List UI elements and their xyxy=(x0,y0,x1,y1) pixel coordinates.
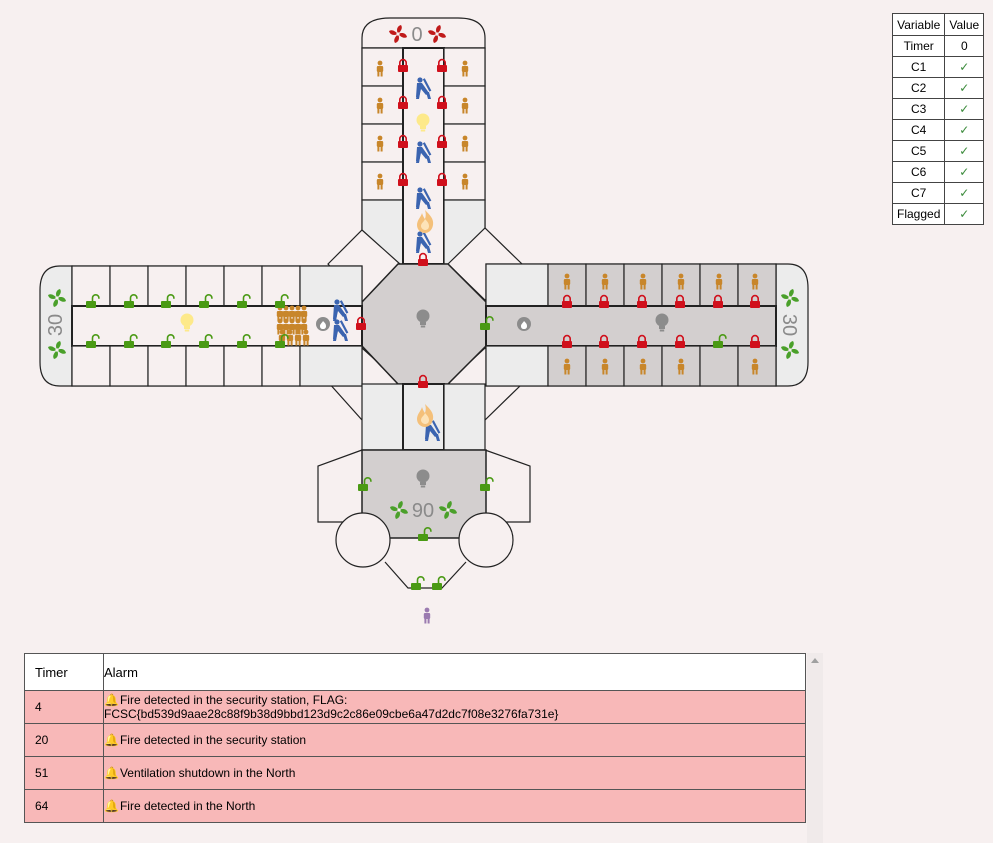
lock-open-icon xyxy=(431,575,446,591)
south-counter: 90 xyxy=(412,500,434,522)
west-counter: 30 xyxy=(45,314,67,336)
check-icon: ✓ xyxy=(944,56,985,78)
variable-row: C7✓ xyxy=(891,182,985,204)
smoke-icon xyxy=(316,317,330,331)
alarm-header: Alarm xyxy=(103,653,806,691)
variable-name: C6 xyxy=(891,161,946,183)
bell-icon: 🔔 xyxy=(104,766,119,780)
check-icon: ✓ xyxy=(944,119,985,141)
bell-icon: 🔔 xyxy=(104,799,119,813)
north-counter: 0 xyxy=(411,24,422,46)
variable-row: Flagged✓ xyxy=(891,203,985,225)
east-counter: 30 xyxy=(778,314,800,336)
check-icon: ✓ xyxy=(944,203,985,225)
alarm-timer: 64 xyxy=(24,789,104,823)
alarm-cell: 🔔Fire detected in the North xyxy=(103,789,806,823)
timer-header: Timer xyxy=(24,653,104,691)
visitor-icon xyxy=(423,607,431,624)
alarm-timer: 4 xyxy=(24,690,104,724)
alarms-table: Timer Alarm 4 🔔Fire detected in the secu… xyxy=(24,653,806,823)
alarm-row: 51 🔔Ventilation shutdown in the North xyxy=(24,756,806,790)
variable-header: Variable xyxy=(891,13,946,36)
smoke-icon xyxy=(517,317,531,331)
variable-row: C3✓ xyxy=(891,98,985,120)
alarm-row: 4 🔔Fire detected in the security station… xyxy=(24,690,806,724)
variable-name: C4 xyxy=(891,119,946,141)
alarm-cell: 🔔Fire detected in the security station, … xyxy=(103,690,806,724)
check-icon: ✓ xyxy=(944,77,985,99)
alarm-row: 20 🔔Fire detected in the security statio… xyxy=(24,723,806,757)
variable-name: C7 xyxy=(891,182,946,204)
alarm-timer: 20 xyxy=(24,723,104,757)
variable-name: C3 xyxy=(891,98,946,120)
variable-row: C4✓ xyxy=(891,119,985,141)
alarms-scrollbar[interactable] xyxy=(807,653,823,843)
bell-icon: 🔔 xyxy=(104,733,119,747)
alarm-row: 64 🔔Fire detected in the North xyxy=(24,789,806,823)
variable-name: C5 xyxy=(891,140,946,162)
scroll-up-icon[interactable] xyxy=(811,658,819,663)
check-icon: ✓ xyxy=(944,161,985,183)
variable-name: C1 xyxy=(891,56,946,78)
alarm-cell: 🔔Fire detected in the security station xyxy=(103,723,806,757)
variable-row: C1✓ xyxy=(891,56,985,78)
bell-icon: 🔔 xyxy=(104,693,119,707)
alarm-text: Fire detected in the security station xyxy=(119,733,307,747)
variable-row: C2✓ xyxy=(891,77,985,99)
check-icon: ✓ xyxy=(944,98,985,120)
alarm-cell: 🔔Ventilation shutdown in the North xyxy=(103,756,806,790)
check-icon: ✓ xyxy=(944,140,985,162)
alarm-text: Ventilation shutdown in the North xyxy=(119,766,296,780)
variable-name: Flagged xyxy=(891,203,946,225)
alarm-timer: 51 xyxy=(24,756,104,790)
variable-row: C5✓ xyxy=(891,140,985,162)
variable-row: C6✓ xyxy=(891,161,985,183)
check-icon: ✓ xyxy=(944,182,985,204)
variable-value: 0 xyxy=(944,35,985,57)
alarm-text: Fire detected in the security station, F… xyxy=(104,693,559,721)
value-header: Value xyxy=(944,13,985,36)
variable-name: Timer xyxy=(891,35,946,57)
alarm-text: Fire detected in the North xyxy=(119,799,256,813)
variable-name: C2 xyxy=(891,77,946,99)
